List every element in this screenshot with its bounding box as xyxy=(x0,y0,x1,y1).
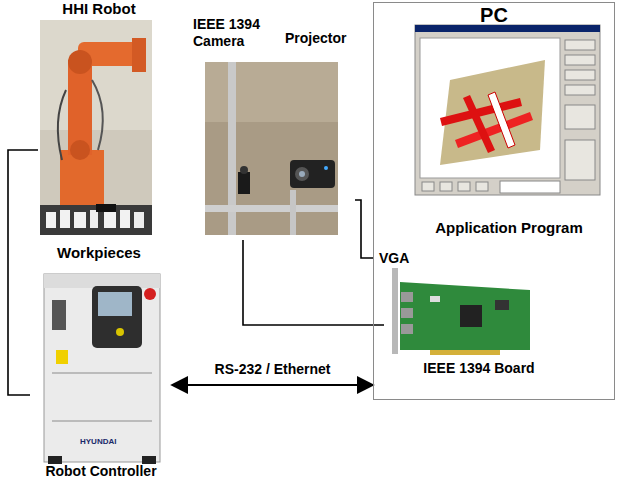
screenshot xyxy=(415,25,600,195)
connector xyxy=(172,384,373,386)
node-title: PC xyxy=(480,3,508,27)
node-title: Application Program xyxy=(435,219,583,237)
node-title: IEEE 1394 Camera xyxy=(193,16,273,50)
controller-photo xyxy=(44,274,160,464)
application-panel: Application Program xyxy=(411,25,607,237)
node-caption: Workpieces xyxy=(57,244,141,262)
brand-label: HYUNDAI xyxy=(78,437,118,447)
connector xyxy=(8,150,38,395)
node-title: Robot Controller xyxy=(45,463,156,480)
camera-panel: IEEE 1394 Camera Projector xyxy=(193,16,355,240)
camera-projector-photo xyxy=(205,62,338,235)
connector xyxy=(243,240,384,325)
connector xyxy=(355,200,373,258)
node-caption: Projector xyxy=(285,30,346,47)
connector-label: RS-232 / Ethernet xyxy=(213,361,333,378)
node-title: IEEE 1394 Board xyxy=(423,360,534,377)
node-title: HHI Robot xyxy=(62,0,135,18)
board-photo xyxy=(392,268,530,355)
robot-photo xyxy=(40,20,152,235)
controller-panel: Robot Controller xyxy=(30,266,172,480)
pc-box: PC Application ProgramIEEE 1394 Board xyxy=(373,2,615,400)
board-panel: IEEE 1394 Board xyxy=(384,269,574,377)
connector-label: VGA xyxy=(377,250,411,267)
robot-panel: HHI RobotWorkpieces xyxy=(38,0,160,262)
